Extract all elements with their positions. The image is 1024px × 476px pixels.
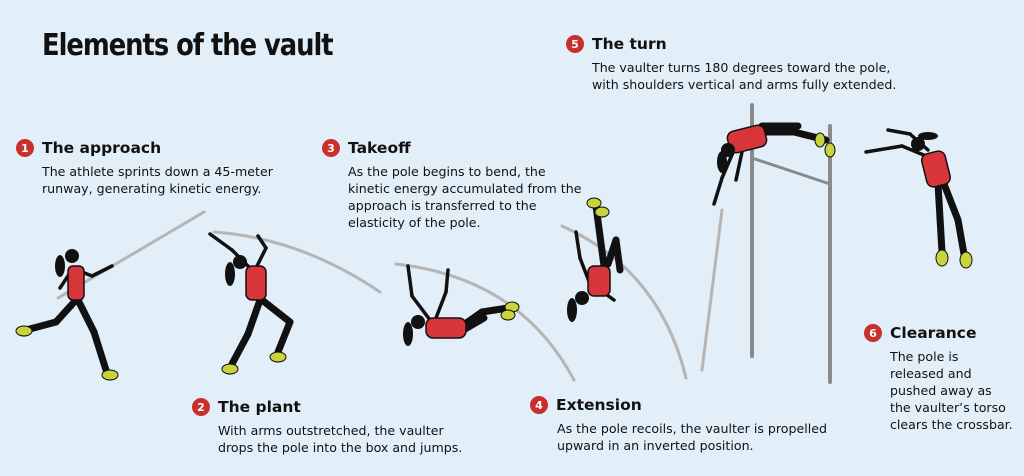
vaulter-plant	[208, 232, 294, 375]
pole-takeoff	[394, 262, 576, 382]
step-name: The plant	[218, 398, 301, 416]
pole-plant	[212, 230, 382, 294]
step-description: With arms outstretched, the vaulter drop…	[218, 423, 463, 455]
step-turn: 5 The turn The vaulter turns 180 degrees …	[566, 35, 916, 93]
step-extension: 4 Extension As the pole recoils, the vaul…	[530, 396, 830, 454]
step-description: The pole is released and pushed away as …	[890, 349, 1013, 432]
vaulter-turn	[712, 122, 836, 206]
step-number-badge: 6	[864, 324, 882, 342]
pole-turn	[700, 208, 724, 372]
step-name: Clearance	[890, 324, 977, 342]
step-approach: 1 The approach The athlete sprints down a…	[16, 139, 296, 197]
step-number-badge: 4	[530, 396, 548, 414]
step-name: Extension	[556, 396, 642, 414]
vaulter-approach	[15, 249, 119, 381]
vaulter-extension	[567, 197, 624, 322]
step-name: Takeoff	[348, 139, 411, 157]
step-name: The approach	[42, 139, 162, 157]
step-description: The athlete sprints down a 45-meter runw…	[42, 164, 273, 196]
vaulter-takeoff	[403, 264, 520, 346]
pole-extension	[560, 224, 688, 380]
step-description: As the pole begins to bend, the kinetic …	[348, 164, 582, 230]
infographic-title: Elements of the vault	[42, 28, 334, 63]
step-clearance: 6 Clearance The pole is released and push…	[864, 324, 1014, 433]
poles	[56, 208, 724, 382]
step-description: The vaulter turns 180 degrees toward the…	[592, 60, 897, 92]
step-takeoff: 3 Takeoff As the pole begins to bend, the…	[322, 139, 582, 231]
vaulter-clearance	[864, 128, 973, 269]
step-description: As the pole recoils, the vaulter is prop…	[557, 421, 827, 453]
crossbar	[751, 156, 831, 186]
step-number-badge: 5	[566, 35, 584, 53]
step-name: The turn	[592, 35, 667, 53]
step-number-badge: 2	[192, 398, 210, 416]
step-number-badge: 1	[16, 139, 34, 157]
step-number-badge: 3	[322, 139, 340, 157]
step-plant: 2 The plant With arms outstretched, the v…	[192, 398, 482, 456]
